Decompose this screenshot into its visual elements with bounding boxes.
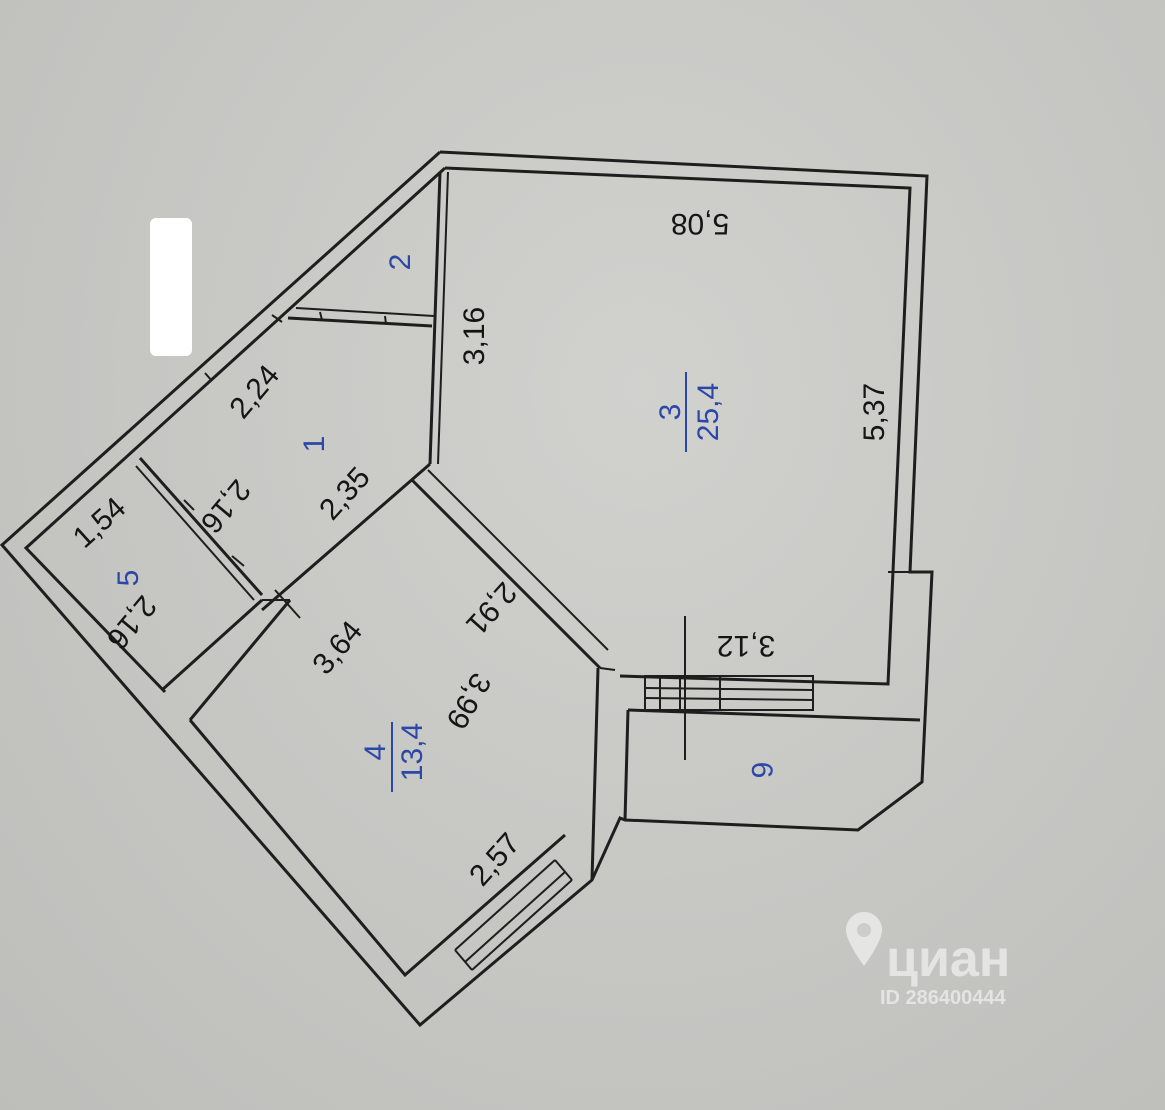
balcony-door-lines (644, 676, 814, 710)
room-3-area: 25,4 (692, 383, 725, 441)
balcony-door (644, 675, 814, 711)
wall-entry-top (627, 708, 921, 722)
dim-room3-bottom: 3,12 (717, 629, 775, 662)
room-3-number: 3 (654, 404, 687, 421)
inner-wall-outline (444, 166, 912, 686)
wall-tick-2 (204, 372, 213, 382)
wall-3-left-inner (437, 171, 449, 465)
watermark-id: ID 286400444 (880, 987, 1007, 1009)
wall-tick-3 (319, 311, 387, 325)
dim-room5-side: 2,16 (100, 589, 163, 655)
dim-room4-right: 2,91 (459, 576, 523, 641)
room-labels: 1 2 3 25,4 4 13,4 5 6 (112, 254, 778, 792)
wall-entry-right (590, 667, 600, 881)
wall-3-4-inner (427, 469, 609, 651)
room-4-area: 13,4 (396, 723, 429, 781)
dim-room4-top: 3,64 (306, 615, 369, 681)
room-4-number: 4 (359, 744, 392, 761)
redaction-mark (150, 218, 192, 356)
outer-walls (0, 150, 934, 1028)
watermark-brand: циан (886, 930, 1010, 988)
room-5-number: 5 (112, 570, 145, 587)
dim-room3-left: 3,16 (458, 307, 491, 365)
wall-3-4 (410, 478, 602, 670)
inner-wall-left (23, 166, 447, 694)
openings (183, 311, 814, 971)
wall-entry-top-inner (599, 667, 616, 671)
wall-3-left (428, 171, 442, 465)
wall-5-4 (160, 598, 264, 692)
wall-tick-4 (183, 499, 245, 567)
door-notch (262, 589, 301, 619)
dim-room3-height: 5,37 (858, 383, 891, 441)
wall-tick-1 (271, 314, 283, 323)
wall-entry-inner (623, 709, 630, 821)
wall-1-2 (287, 316, 433, 328)
dim-room1-bottom: 2,35 (313, 461, 377, 526)
interior-walls (135, 171, 921, 881)
wall-4-left (188, 599, 292, 721)
window-room4 (454, 859, 573, 971)
dim-room1-top: 2,24 (223, 359, 286, 425)
wall-5-1-inner (135, 465, 255, 601)
wall-5-1 (138, 457, 264, 596)
dim-room3-width: 5,08 (671, 207, 729, 240)
inner-wall-bottom-left (188, 719, 566, 978)
location-pin-icon (846, 912, 882, 966)
dim-room4-window: 2,57 (463, 827, 527, 892)
room-1-number: 1 (298, 436, 331, 453)
outer-wall-outline (0, 150, 934, 1028)
dim-room4-inner: 3,99 (439, 667, 497, 734)
wall-1-2-inner (295, 307, 435, 317)
room-2-number: 2 (384, 254, 417, 271)
watermark: циан ID 286400444 (846, 912, 1010, 1009)
room-6-number: 6 (745, 762, 778, 779)
wall-1-4-inner (287, 479, 413, 589)
